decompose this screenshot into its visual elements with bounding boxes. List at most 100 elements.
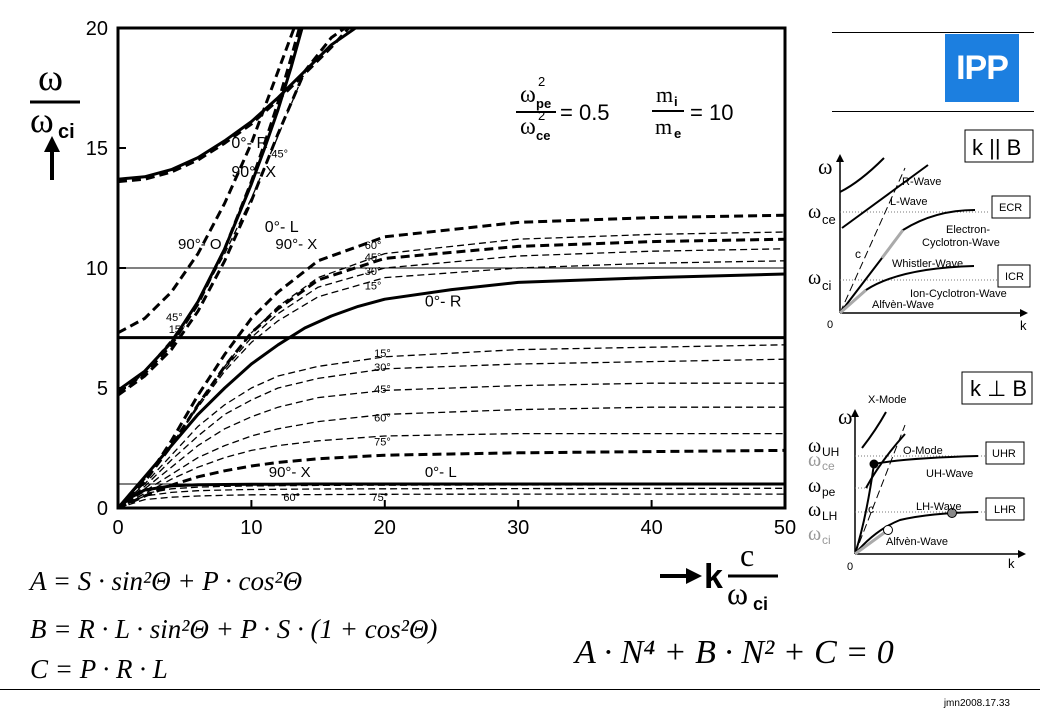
svg-text:ω: ω <box>808 499 821 521</box>
alfven-cutoff-dot <box>883 525 893 535</box>
badge-icr <box>997 264 1031 288</box>
series-line-18 <box>117 406 785 509</box>
x-tick-label-5: 50 <box>774 517 796 539</box>
svg-text:m: m <box>656 82 673 107</box>
panel-parallel: k || B ω k 0 ω ce ω ci c R-Wave L-Wave E… <box>808 129 1034 333</box>
panel-perp-title: k ⊥ B <box>970 376 1027 401</box>
wave-label-whistler: Whistler-Wave <box>892 258 963 270</box>
panel-perp-c-label: c <box>868 502 874 516</box>
curve-label-x-mid: 90°- X <box>275 236 317 253</box>
svg-text:m: m <box>655 114 672 139</box>
svg-text:e: e <box>674 126 681 141</box>
curve-label-x-high: 90°- X <box>231 164 276 181</box>
series-line-10 <box>116 237 786 510</box>
svg-text:ω: ω <box>808 449 821 471</box>
curve-label-deg45-a: 45° <box>365 252 382 264</box>
svg-text:ce: ce <box>822 212 836 227</box>
curve-label-deg75-c: 75° <box>371 492 388 504</box>
panel-perp-omega-ci: ω ci <box>808 523 831 547</box>
x-tick-label-0: 0 <box>112 517 123 539</box>
curve-label-deg15-a: 15° <box>365 281 382 293</box>
series-line-12 <box>117 231 786 509</box>
footer-rule <box>0 689 1040 690</box>
y-axis-label-top: ω <box>38 57 63 99</box>
panel-perp-y-omega: ω <box>838 404 852 429</box>
svg-text:ω: ω <box>808 475 821 497</box>
x-tick-label-2: 20 <box>374 517 396 539</box>
series-line-9 <box>117 26 346 397</box>
wave-label-electron2: Cyclotron-Wave <box>922 237 1000 249</box>
curve-label-deg15-b: 15° <box>374 348 391 360</box>
panel-parallel-x-label: k <box>1020 318 1027 333</box>
series-line-4 <box>117 26 357 181</box>
curve-label-deg60-a: 60° <box>365 240 382 252</box>
y-axis-label-bottom: ω <box>30 100 54 140</box>
svg-text:ω: ω <box>808 267 821 289</box>
series-line-19 <box>117 432 785 509</box>
curve-label-o-mode: 90°- O <box>178 236 222 253</box>
wave-label-o-mode: O-Mode <box>903 445 943 457</box>
series-line-8 <box>116 213 786 510</box>
x-axis-label-top: c <box>740 537 754 573</box>
curve-label-deg75-b: 75° <box>374 437 391 449</box>
equation-dispersion: A · N⁴ + B · N² + C = 0 <box>575 634 894 671</box>
svg-text:LH: LH <box>822 509 837 523</box>
panel-perp-omega-pe: ω pe <box>808 475 836 499</box>
y-tick-label-1: 5 <box>97 378 108 400</box>
svg-text:ce: ce <box>536 128 550 143</box>
wave-label-x-mode: X-Mode <box>868 394 907 406</box>
svg-text:2: 2 <box>538 108 545 123</box>
panel-perp: k ⊥ B ω k 0 ω UH ω ce ω pe ω LH ω ci <box>808 371 1033 573</box>
panel-parallel-y-omega: ω <box>818 154 832 179</box>
curve-label-x-low: 90°- X <box>269 464 311 481</box>
svg-text:ω: ω <box>808 523 821 545</box>
x-tick-label-3: 30 <box>507 517 529 539</box>
curve-label-deg30-b: 30° <box>374 362 391 374</box>
wave-label-alfven-perp: Alfvèn-Wave <box>886 536 948 548</box>
svg-text:= 10: = 10 <box>690 100 733 125</box>
main-series <box>116 26 786 510</box>
curve-label-r-mid: 0°- R <box>425 293 462 310</box>
wave-label-alfven: Alfvèn-Wave <box>872 299 934 311</box>
wave-label-electron: Electron- <box>946 224 990 236</box>
series-line-22 <box>117 487 786 509</box>
lh-resonance-dot <box>947 508 957 518</box>
panel-perp-x-label: k <box>1008 556 1015 571</box>
series-line-7 <box>117 26 350 184</box>
panel-parallel-omega-ce: ω ce <box>808 201 836 227</box>
svg-text:ω: ω <box>808 201 821 223</box>
curve-label-deg45-b: 45° <box>374 384 391 396</box>
series-line-13 <box>117 248 786 509</box>
x-axis-label-sub: ci <box>753 594 768 614</box>
x-axis-label-prefix: k <box>704 558 723 596</box>
curve-label-deg60-b: 60° <box>374 413 391 425</box>
panel-perp-omega-uh: ω UH <box>808 435 839 459</box>
equation-b: B = R · L · sin²Θ + P · S · (1 + cos²Θ) <box>30 614 438 644</box>
curve-label-deg15-left: 15° <box>169 324 186 336</box>
series-line-1 <box>116 272 786 509</box>
series-line-14 <box>117 260 786 509</box>
ratio-mass: m i m e = 10 <box>652 82 733 141</box>
curve-label-deg30-a: 30° <box>365 266 382 278</box>
svg-text:ω: ω <box>520 82 536 108</box>
svg-text:ω: ω <box>520 114 536 140</box>
series-line-21 <box>117 484 786 509</box>
curve-label-deg45-high: 45° <box>271 149 288 161</box>
y-tick-label-4: 20 <box>86 18 108 40</box>
curve-label-r-high: 0°- R <box>231 135 268 152</box>
uh-resonance-dot <box>869 459 879 469</box>
y-tick-label-2: 10 <box>86 258 108 280</box>
panel-perp-omega-ce: ω ce <box>808 449 835 473</box>
series-line-11 <box>117 70 306 392</box>
badge-uhr <box>985 441 1025 465</box>
x-axis-label-bottom: ω <box>727 575 748 611</box>
wave-label-r: R-Wave <box>902 176 941 188</box>
equation-a: A = S · sin²Θ + P · cos²Θ <box>30 566 303 596</box>
panel-parallel-title: k || B <box>972 135 1021 160</box>
svg-text:ci: ci <box>822 533 831 547</box>
x-tick-label-4: 40 <box>640 517 662 539</box>
series-line-5 <box>117 27 301 395</box>
